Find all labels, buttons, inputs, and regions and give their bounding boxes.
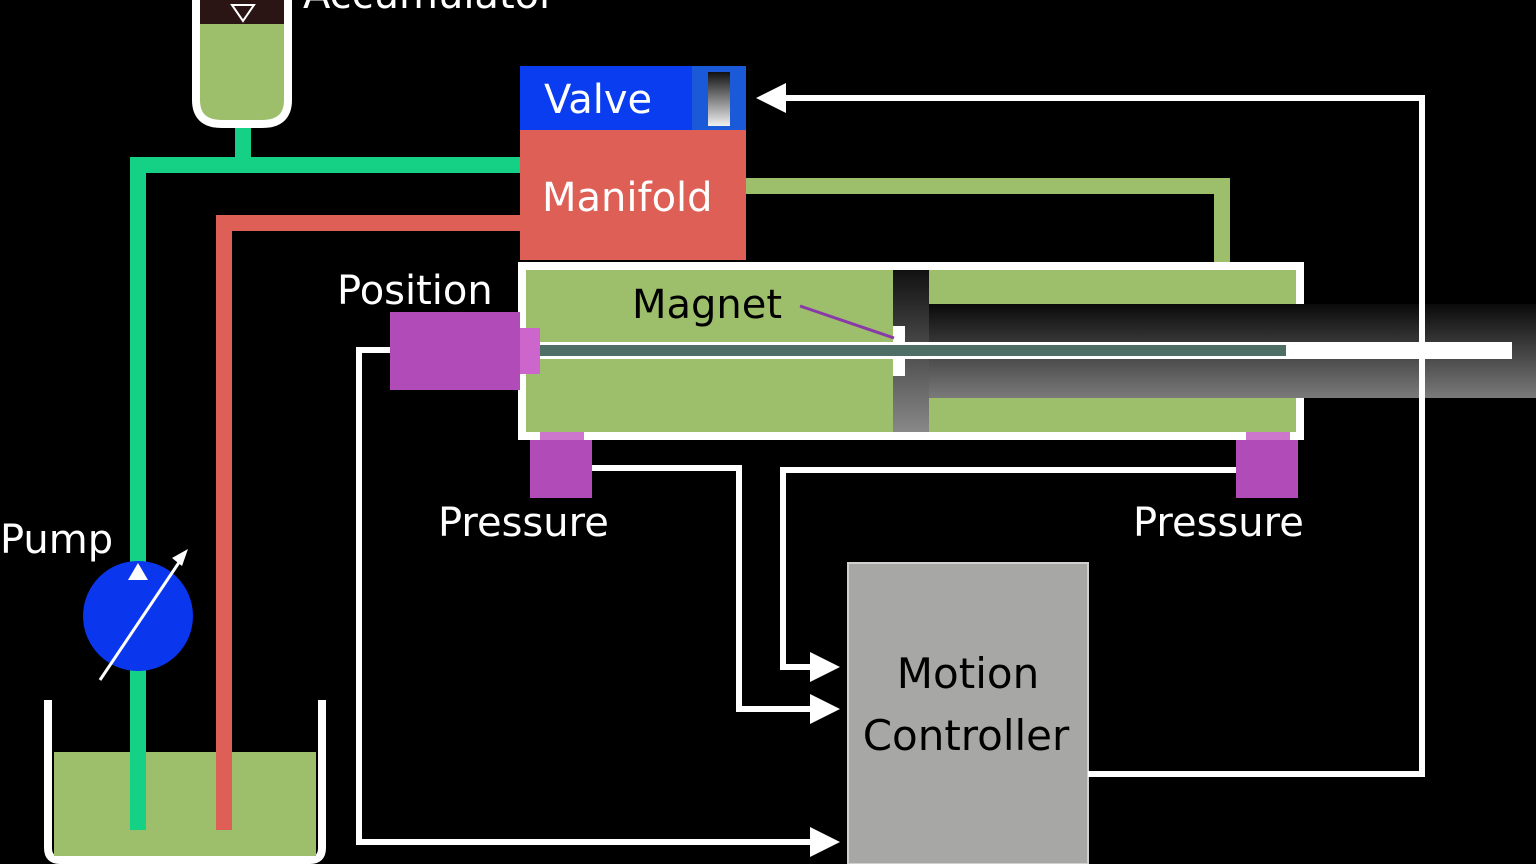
pressure-right-label: Pressure xyxy=(1133,500,1304,546)
cylinder-port-line xyxy=(746,178,1230,262)
pressure-sensor-left: Pressure xyxy=(438,432,609,546)
valve-label: Valve xyxy=(544,77,652,123)
position-sensor: Position xyxy=(337,268,520,390)
cylinder xyxy=(518,262,1536,440)
accumulator-label: Accumulator xyxy=(303,0,556,18)
return-line xyxy=(216,215,520,830)
signal-position-to-controller xyxy=(356,347,840,857)
pump-label: Pump xyxy=(0,517,113,563)
signal-pressure-right-to-controller xyxy=(780,467,1236,682)
magnet-pointer xyxy=(799,304,895,340)
tank xyxy=(44,700,326,864)
position-label: Position xyxy=(337,268,493,314)
manifold-label: Manifold xyxy=(542,175,713,221)
motion-controller-line2: Controller xyxy=(863,711,1070,760)
valve: Valve xyxy=(520,66,746,130)
pump: Pump xyxy=(0,517,193,681)
motion-controller-line1: Motion xyxy=(897,649,1039,698)
signal-pressure-left-to-controller xyxy=(592,465,840,724)
pressure-sensor-right: Pressure xyxy=(1133,432,1304,546)
pump-icon xyxy=(83,561,193,671)
accumulator: Accumulator xyxy=(192,0,556,128)
valve-spool-icon xyxy=(708,72,730,126)
manifold: Manifold xyxy=(520,130,746,260)
magnet-label: Magnet xyxy=(632,282,782,328)
pressure-left-label: Pressure xyxy=(438,500,609,546)
signal-controller-to-valve xyxy=(756,83,1425,777)
motion-controller: Motion Controller xyxy=(847,562,1089,864)
accumulator-level-icon xyxy=(230,4,256,23)
signal-lines xyxy=(356,83,1425,857)
tank-fluid xyxy=(54,752,316,856)
